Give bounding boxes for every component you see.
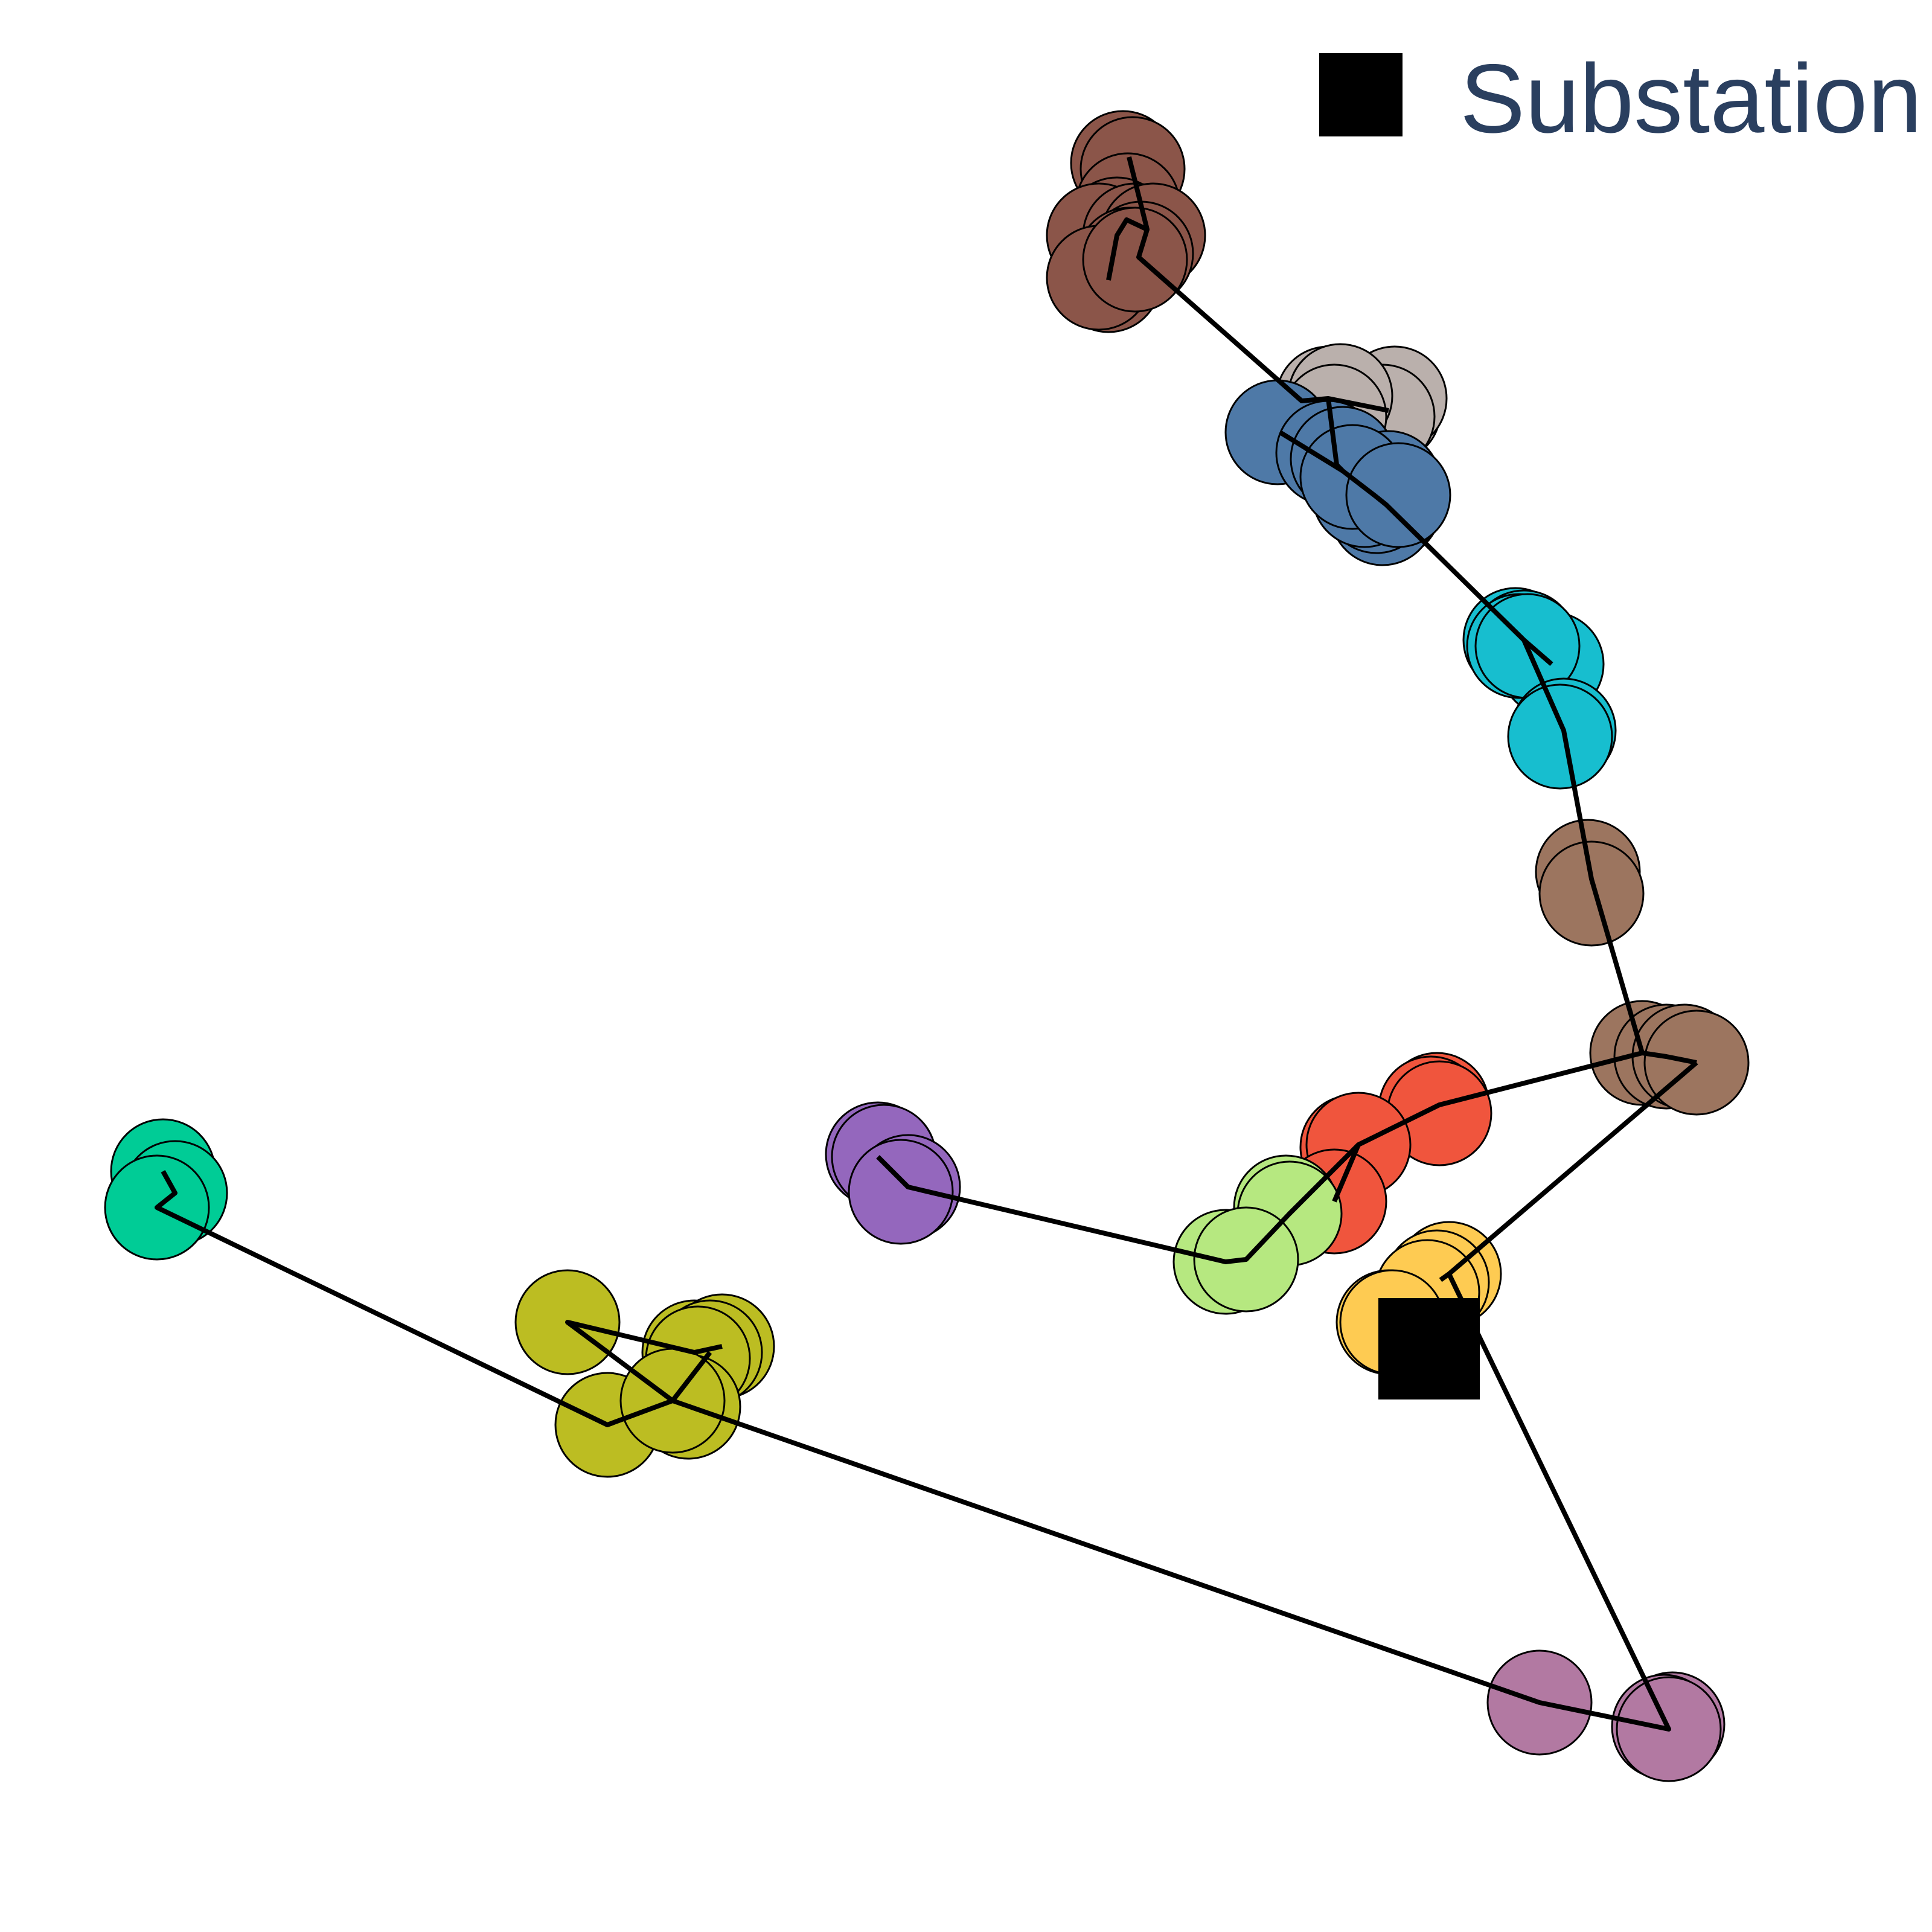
legend-substation-symbol [1319,53,1403,136]
feeder-line-10 [565,1320,723,1403]
feeder-lines [155,156,1698,1732]
feeder-line-11 [670,1351,712,1403]
feeder-line-2 [1136,228,1389,413]
legend-substation-label: Substation [1460,44,1922,153]
feeder-line-6 [1332,1051,1643,1203]
feeder-line-9 [155,1170,1671,1732]
load-node [1538,840,1645,947]
cluster-brown-light [1535,819,1750,1116]
feeder-line-7 [876,1143,1360,1264]
load-node [1082,206,1188,313]
feeder-line-3 [1278,398,1345,473]
feeder-line-4 [1341,469,1553,667]
feeder-line-1 [1106,156,1150,281]
load-nodes [104,110,1750,1782]
load-node [848,1139,954,1245]
load-node [1345,442,1451,548]
cluster-brown-dark [1046,110,1206,333]
legend: Substation [1319,44,1922,153]
feeder-line-5 [1521,639,1697,1065]
load-node [1507,683,1613,790]
substation-marker [1378,1298,1480,1399]
